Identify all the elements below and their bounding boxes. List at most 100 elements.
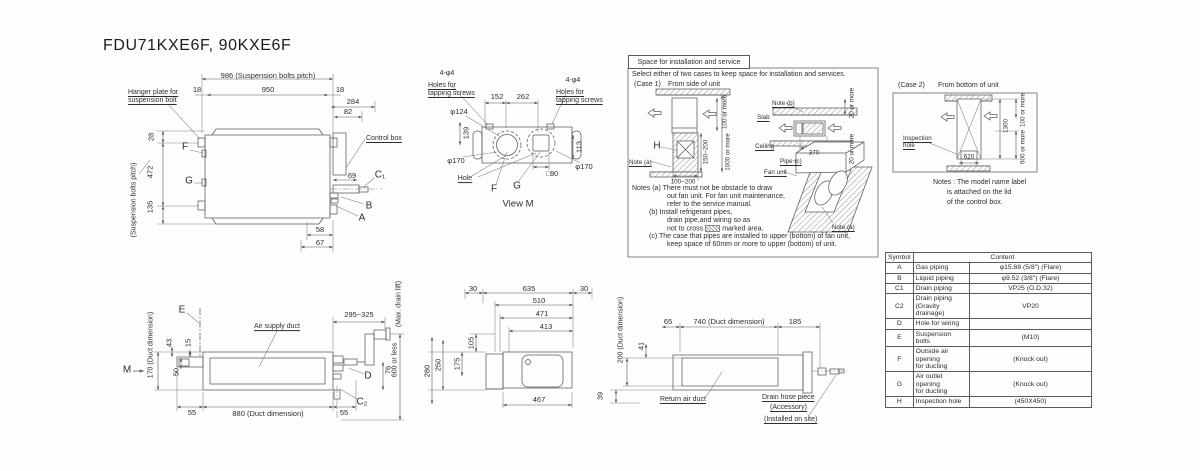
cell-content: φ15.88 (5/8") (Flare) xyxy=(969,262,1092,274)
dim-30-left: 30 xyxy=(468,283,478,293)
notes-a-line2: out fan unit. For fan unit maintenance, xyxy=(667,193,785,200)
control-box-label: Control box xyxy=(366,135,402,142)
side-view-linework xyxy=(133,308,404,421)
header-content: Content xyxy=(912,251,1093,264)
front-view-linework xyxy=(138,74,382,252)
end-view-linework xyxy=(428,289,593,408)
cell-content xyxy=(969,318,1092,330)
tap-screws-right-label: Holes for tapping screws xyxy=(556,89,603,104)
dim-620: 620 xyxy=(963,153,975,161)
dim-76: 76 xyxy=(383,365,393,375)
dim-20-or-more-top: 20 or more xyxy=(848,87,856,119)
fan-unit-label: Fan unit xyxy=(764,169,787,176)
drain-hose-label-line1: Drain hose piece xyxy=(762,394,815,401)
cell-name: Drain piping (Gravity drainage) xyxy=(912,293,971,320)
dim-1000-or-more: 1000 or more xyxy=(724,133,732,171)
dim-413: 413 xyxy=(539,321,553,331)
dim-510: 510 xyxy=(532,295,546,305)
cell-content: (450X450) xyxy=(969,396,1092,408)
dim-18-right: 18 xyxy=(335,84,345,94)
symbol-g-viewm: G xyxy=(513,180,521,192)
cell-content: (Knock out) xyxy=(969,371,1092,398)
symbol-c1: C₁ xyxy=(374,169,386,181)
header-symbol: Symbol xyxy=(885,251,914,264)
dim-1300: 1300 xyxy=(1002,118,1010,134)
notes-b-line3-pre: not to cross xyxy=(667,225,704,233)
cell-symbol: C2 xyxy=(885,293,914,320)
cell-symbol: C1 xyxy=(885,282,914,295)
dim-50: 50 xyxy=(171,367,181,377)
slab-label: Slab xyxy=(757,114,770,121)
symbol-c2: C₂ xyxy=(356,396,368,408)
dim-30-right: 30 xyxy=(579,283,589,293)
inspection-hole-label: Inspection hole xyxy=(903,135,932,150)
symbol-f-front: F xyxy=(181,141,189,153)
cell-name: Gas piping xyxy=(912,262,971,274)
dia-124: φ124 xyxy=(450,106,468,116)
notes-a-line1: Notes (a) There must not be obstacle to … xyxy=(632,185,773,192)
dim-284: 284 xyxy=(346,96,360,106)
dim-250: 250 xyxy=(433,358,443,372)
symbol-e: E xyxy=(178,304,186,316)
dim-280: 280 xyxy=(422,364,432,378)
dim-82: 82 xyxy=(343,106,353,116)
return-air-duct-label: Return air duct xyxy=(660,396,706,403)
dim-600-or-more: 600 or more xyxy=(1019,130,1027,164)
hanger-plate-label: Hanger plate for suspension bolt xyxy=(128,89,179,104)
space-section-title: Space for installation and service xyxy=(628,55,750,69)
dim-69: 69 xyxy=(347,170,357,180)
dim-262: 262 xyxy=(516,91,530,101)
case2-notes-line3: of the control box. xyxy=(947,199,1003,206)
case2-notes-line1: Notes : The model name label xyxy=(933,179,1027,186)
view-m-linework xyxy=(451,85,582,185)
dim-55-left: 55 xyxy=(187,407,197,417)
dia-170-right: φ170 xyxy=(575,161,593,171)
view-m-caption: View M xyxy=(502,198,534,210)
dim-65: 65 xyxy=(663,316,673,326)
hole-label: Hole xyxy=(457,175,473,183)
note-a-right-label: Note (a) xyxy=(832,224,855,231)
dim-28: 28 xyxy=(146,132,156,142)
space-section-linework xyxy=(627,67,879,258)
cell-symbol: D xyxy=(885,318,914,330)
drain-hose-label-line2: (Accessory) xyxy=(770,404,807,411)
dim-467: 467 xyxy=(532,394,546,404)
dim-43: 43 xyxy=(164,338,174,348)
cell-name: Hole for wiring xyxy=(912,318,971,330)
dim-600-or-less: 600 or less xyxy=(391,342,399,378)
cell-name: Inspection hole xyxy=(912,396,971,408)
view-m-arrow-label: M xyxy=(122,364,132,376)
dim-135: 135 xyxy=(145,200,155,214)
tap-screws-right-title: 4-φ4 xyxy=(565,77,581,85)
dim-295-325: 295~325 xyxy=(344,309,374,319)
note-b-label: Note (b) xyxy=(772,100,795,107)
cell-symbol: A xyxy=(885,262,914,274)
dim-41: 41 xyxy=(636,341,646,351)
return-view-linework xyxy=(610,323,847,418)
dim-150-200: 150~200 xyxy=(702,139,710,165)
cell-name: Liquid piping xyxy=(912,272,971,285)
symbol-h: H xyxy=(653,140,661,152)
dim-15: 15 xyxy=(183,338,193,348)
dim-175: 175 xyxy=(452,357,462,371)
cell-symbol: G xyxy=(885,371,914,398)
dim-58: 58 xyxy=(315,224,325,234)
cell-name: Drain piping xyxy=(912,282,971,295)
dim-55-right: 55 xyxy=(339,407,349,417)
dim-67: 67 xyxy=(315,237,325,247)
cell-content: φ9.52 (3/8") (Flare) xyxy=(969,272,1092,285)
symbol-g-front: G xyxy=(185,175,193,187)
cell-content: VP25 (O.D.32) xyxy=(969,282,1092,295)
dim-740-duct: 740 (Duct dimension) xyxy=(693,316,765,326)
dim-100-or-more-case1: 100 or more xyxy=(721,95,729,129)
page-title: FDU71KXE6F, 90KXE6F xyxy=(103,37,292,54)
